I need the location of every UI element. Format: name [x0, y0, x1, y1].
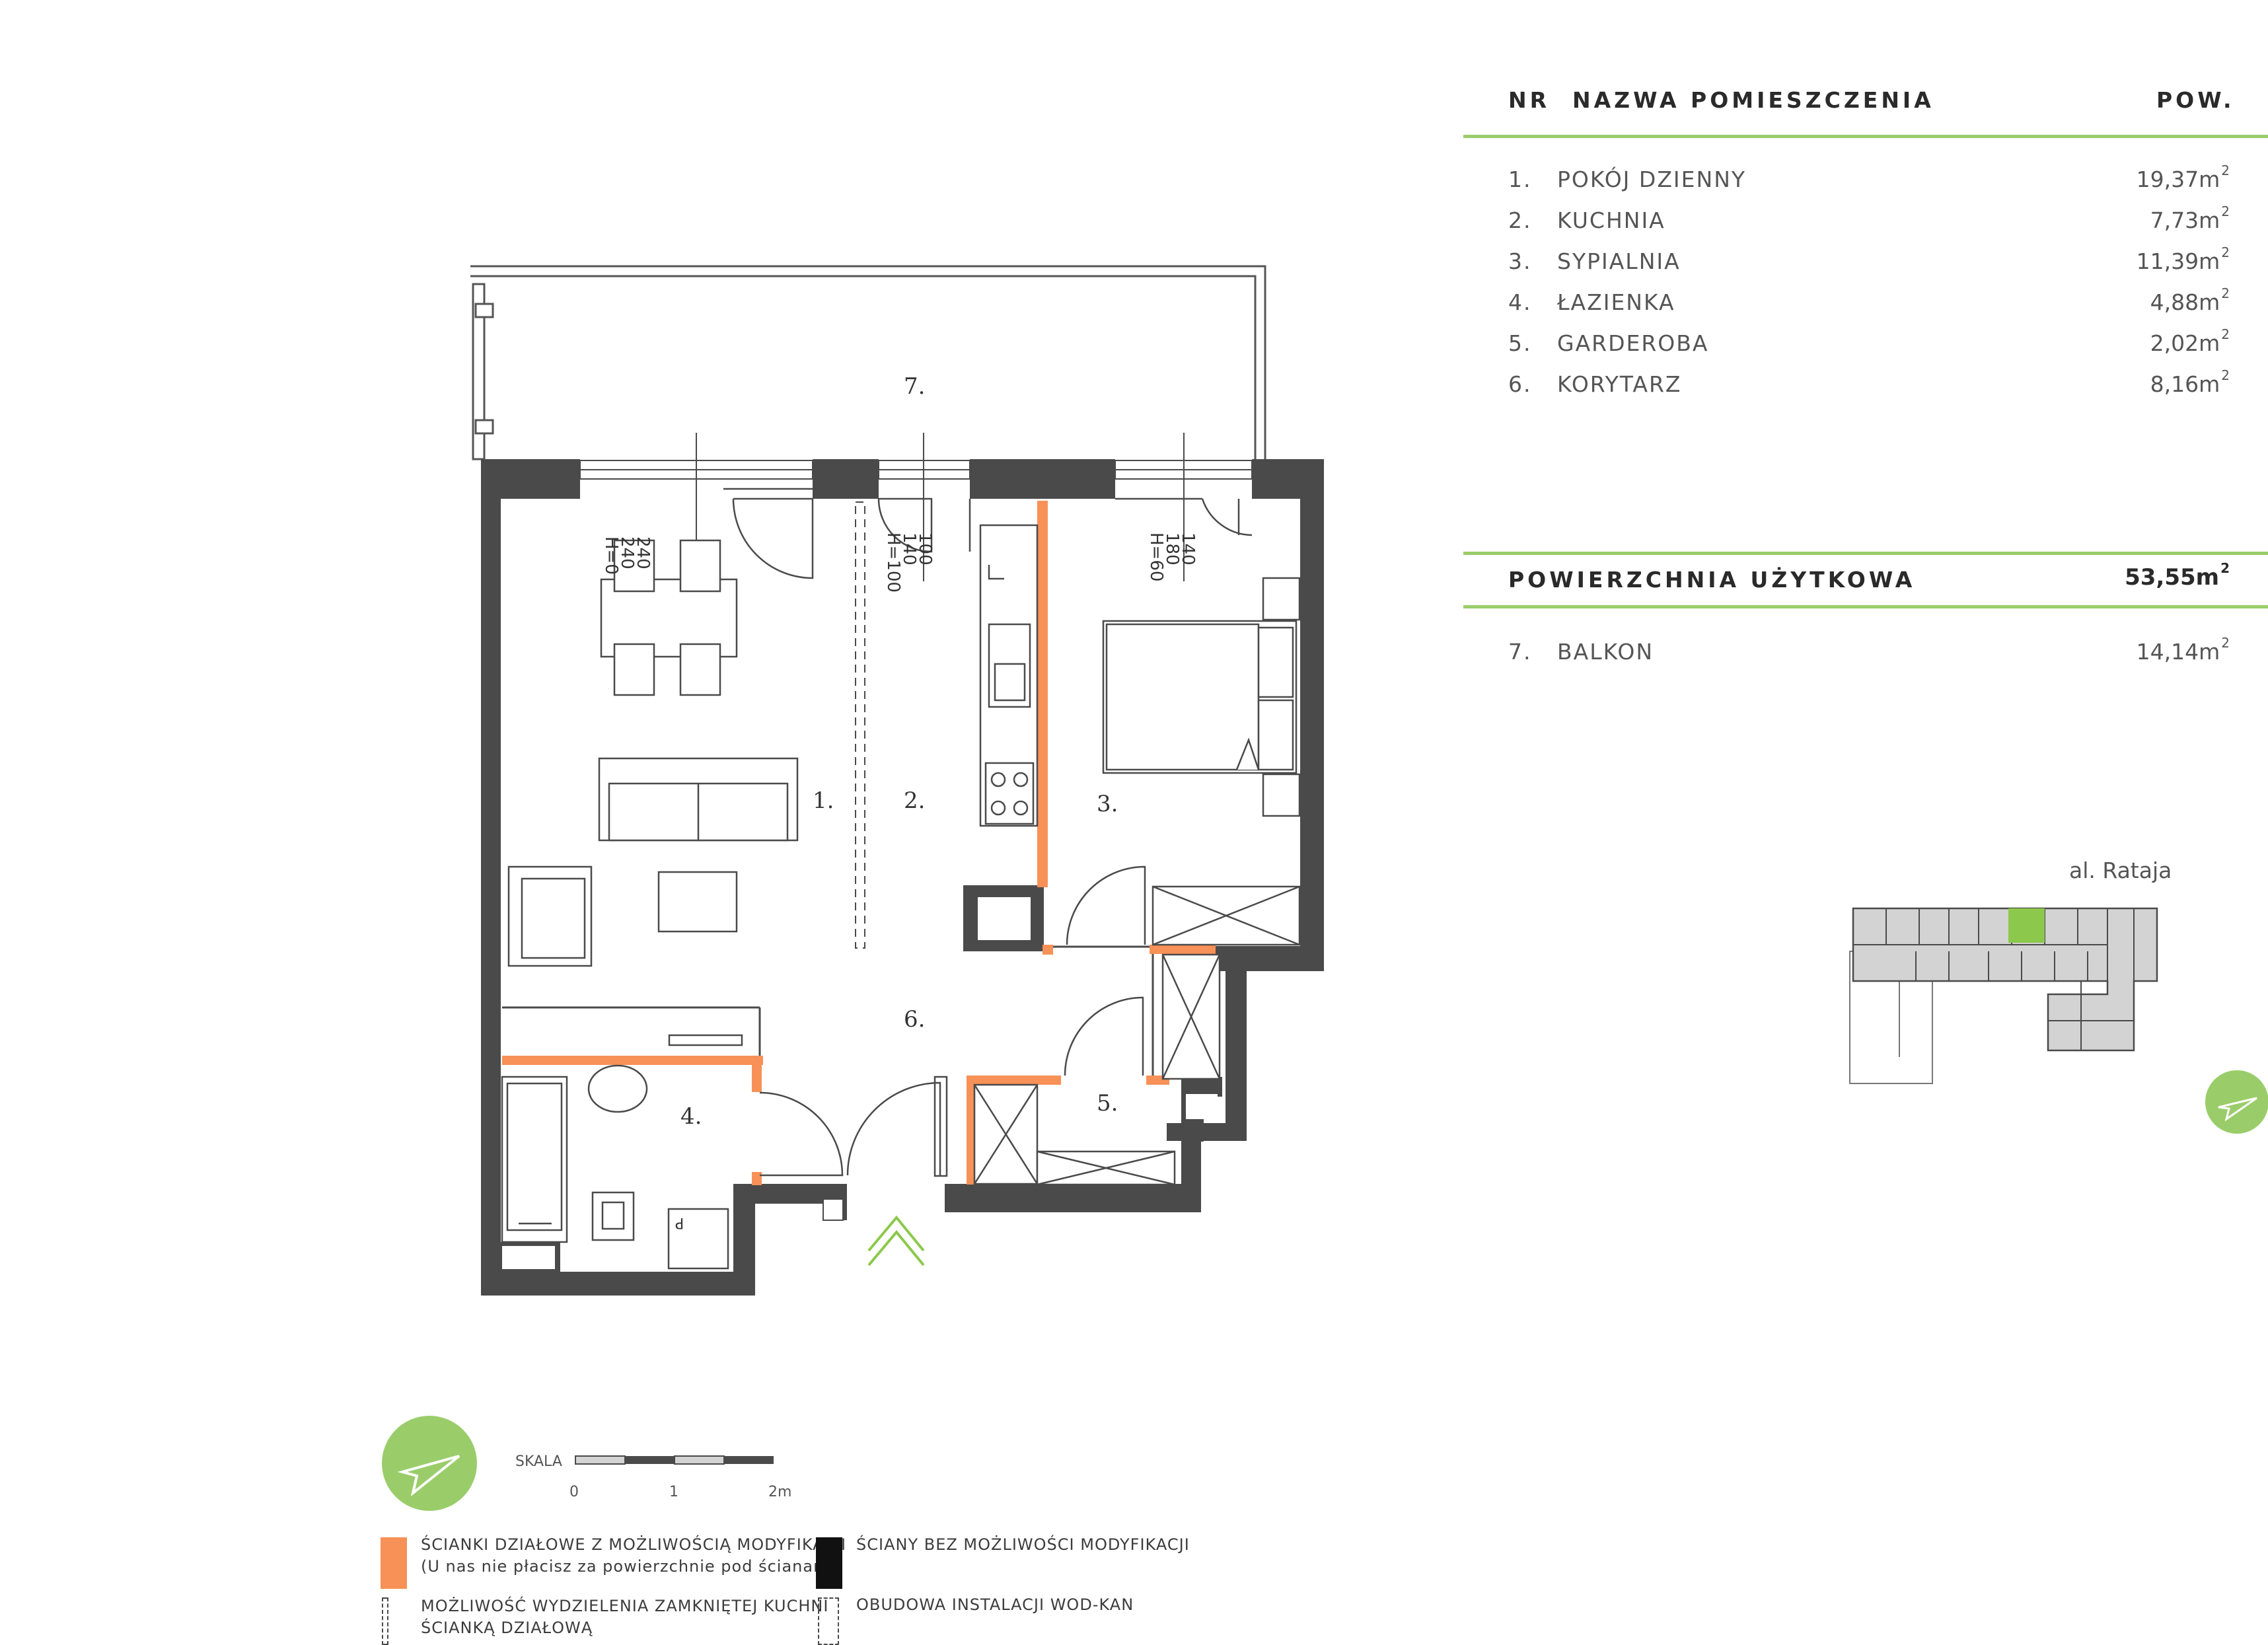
entrance-arrow-icon: [867, 1215, 925, 1266]
wardrobes: [973, 885, 1301, 1186]
room-label-3: 3.: [1097, 791, 1118, 817]
legend-kitchen-text: MOŻLIWOŚĆ WYDZIELENIA ZAMKNIĘTEJ KUCHNI …: [421, 1597, 829, 1637]
scale-bar: [575, 1455, 774, 1465]
balcony-outline: [470, 265, 1266, 460]
table-header-rule: [1463, 135, 2268, 138]
shaft-holes: [502, 897, 1218, 1269]
street-name: al. Rataja: [2069, 858, 2172, 883]
scale-tick-2: 2m: [768, 1484, 792, 1500]
room-label-1: 1.: [813, 787, 834, 814]
room-label-7: 7.: [904, 373, 926, 400]
legend-swatch-black: [816, 1537, 842, 1589]
room-label-6: 6.: [904, 1006, 926, 1033]
door-swings: [723, 488, 1253, 1177]
summary-bottom-rule: [1463, 605, 2268, 608]
bathroom-fixtures: [501, 1064, 729, 1270]
scale-label: SKALA: [515, 1453, 562, 1470]
washer-letter: P: [675, 1214, 684, 1231]
kitchen-counter: [979, 524, 1039, 827]
building-key-plan: [1849, 907, 2158, 1084]
interior-lines: [502, 945, 1154, 1083]
window-leaders: [696, 433, 1185, 581]
room-label-4: 4.: [680, 1103, 702, 1130]
summary-top-rule: [1463, 552, 2268, 555]
column-header-nr: NR: [1508, 87, 1551, 113]
room-label-2: 2.: [904, 787, 926, 814]
scale-tick-1: 1: [669, 1484, 678, 1500]
north-arrow-icon: [382, 1416, 477, 1511]
legend-swatch-orange: [381, 1537, 407, 1589]
entrance-door-frame: [823, 1198, 844, 1221]
room-label-5: 5.: [1097, 1090, 1118, 1116]
legend-orange-text: ŚCIANKI DZIAŁOWE Z MOŻLIWOŚCIĄ MODYFIKAC…: [421, 1535, 847, 1576]
key-plan-north-arrow-icon: [2205, 1070, 2268, 1134]
modifiable-walls: [502, 501, 1216, 1185]
windows: [579, 460, 1253, 480]
legend-install-text: OBUDOWA INSTALACJI WOD-KAN: [856, 1595, 1134, 1614]
kitchen-partition-dashed: [855, 501, 865, 949]
column-header-name: NAZWA POMIESZCZENIA: [1572, 87, 1934, 113]
bed: [1102, 577, 1301, 817]
living-furniture: [507, 757, 799, 967]
legend-swatch-dashed-install: [818, 1597, 839, 1645]
legend-black-text: ŚCIANY BEZ MOŻLIWOŚCI MODYFIKACJI: [856, 1535, 1190, 1554]
legend-swatch-dashed-kitchen: [382, 1597, 388, 1645]
dining-set: [600, 539, 738, 696]
hallway-shelf: [668, 1034, 743, 1046]
usable-area-label: POWIERZCHNIA UŻYTKOWA: [1508, 567, 1916, 593]
scale-tick-0: 0: [569, 1484, 579, 1500]
column-header-area: POW.: [2156, 87, 2235, 113]
